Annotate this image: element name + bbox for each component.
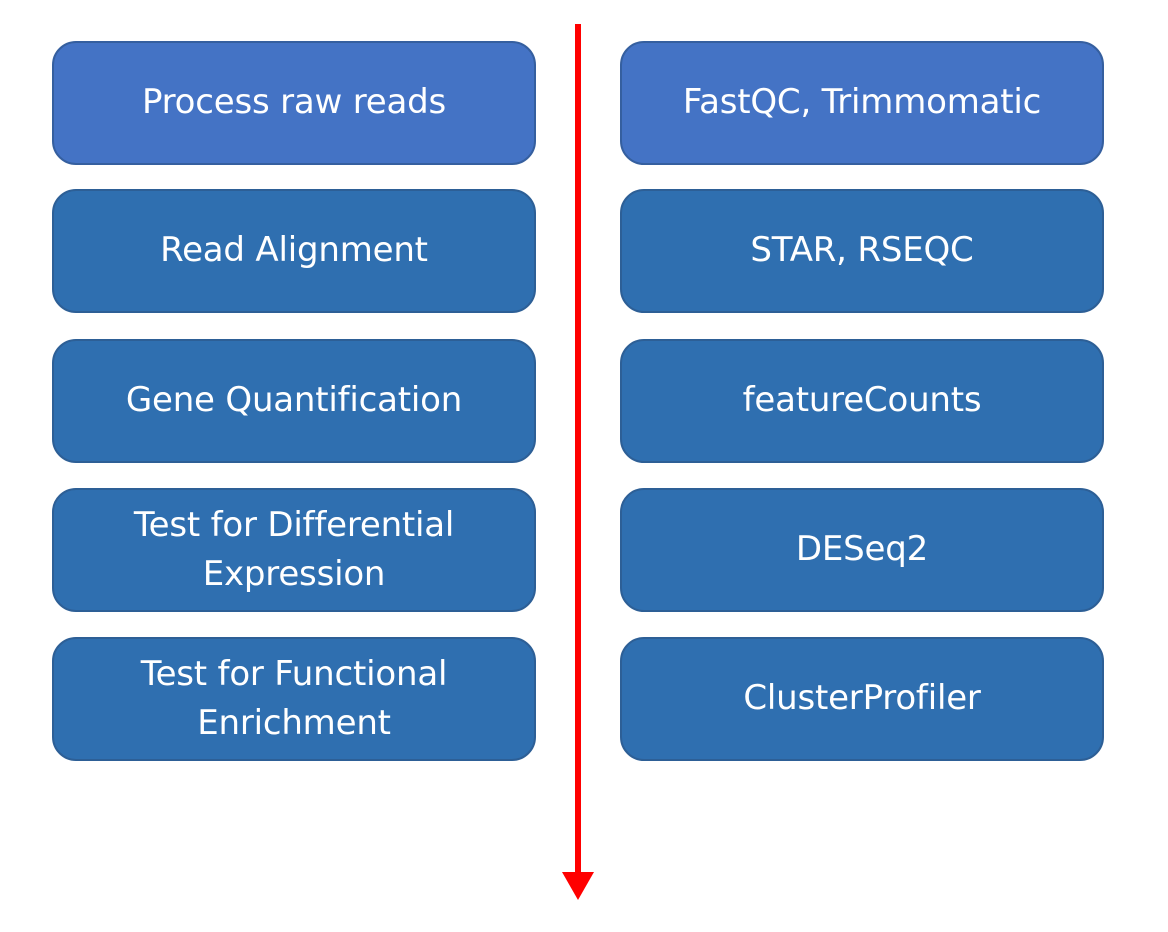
step-box-differential-expression: Test for Differential Expression: [52, 488, 536, 612]
tool-box-star-rseqc: STAR, RSEQC: [620, 189, 1104, 313]
tool-box-clusterprofiler: ClusterProfiler: [620, 637, 1104, 761]
step-box-functional-enrichment: Test for Functional Enrichment: [52, 637, 536, 761]
step-label: Gene Quantification: [125, 380, 463, 421]
process-direction-arrow-icon: [562, 24, 594, 900]
tool-label: featureCounts: [742, 380, 982, 421]
step-label: Test for Functional Enrichment: [140, 653, 448, 743]
tool-label: DESeq2: [795, 529, 929, 570]
step-label: Read Alignment: [160, 230, 428, 271]
step-box-gene-quantification: Gene Quantification: [52, 339, 536, 463]
tool-box-deseq2: DESeq2: [620, 488, 1104, 612]
step-label: Test for Differential Expression: [133, 504, 455, 594]
tool-label: STAR, RSEQC: [750, 230, 974, 271]
tool-box-featurecounts: featureCounts: [620, 339, 1104, 463]
arrow-head: [562, 872, 594, 900]
step-label: Process raw reads: [141, 82, 447, 123]
tool-box-fastqc-trimmomatic: FastQC, Trimmomatic: [620, 41, 1104, 165]
tool-label: ClusterProfiler: [743, 678, 981, 719]
step-box-read-alignment: Read Alignment: [52, 189, 536, 313]
step-box-process-raw-reads: Process raw reads: [52, 41, 536, 165]
tool-label: FastQC, Trimmomatic: [682, 82, 1042, 123]
